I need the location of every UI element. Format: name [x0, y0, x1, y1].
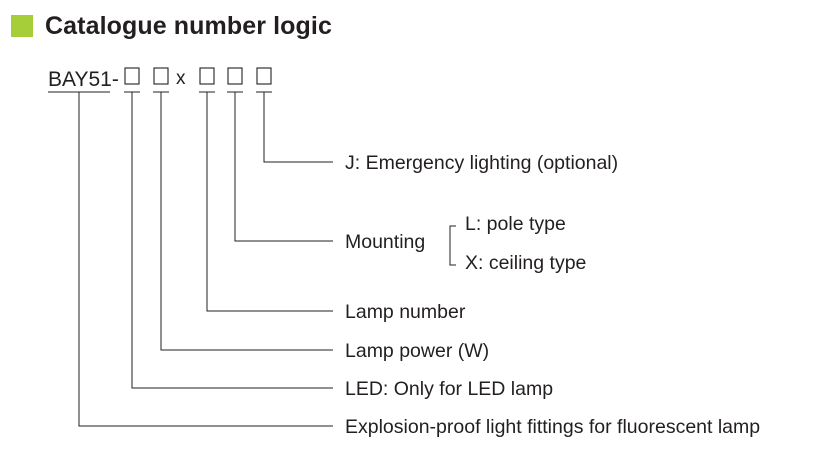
title-block: Catalogue number logic: [11, 10, 332, 42]
label-lamp-number: Lamp number: [345, 301, 466, 323]
label-emergency: J: Emergency lighting (optional): [345, 152, 618, 174]
legend-labels: J: Emergency lighting (optional) Mountin…: [345, 152, 760, 438]
code-separator: x: [176, 68, 186, 89]
code-box-power: [153, 67, 169, 85]
leader-led: [131, 92, 333, 389]
mounting-bracket: [449, 225, 456, 266]
code-box-lamp-number: [199, 67, 215, 85]
label-led: LED: Only for LED lamp: [345, 378, 553, 400]
leader-emergency: [263, 92, 333, 163]
code-box-led: [124, 67, 140, 85]
label-lamp-power: Lamp power (W): [345, 340, 489, 362]
code-prefix: BAY51-: [48, 68, 119, 91]
code-placeholder-boxes: [124, 67, 272, 85]
label-mounting-ceiling: X: ceiling type: [465, 252, 586, 274]
leader-lamp-number: [206, 92, 333, 312]
title-bullet-square: [11, 15, 33, 37]
leader-explosion-proof: [78, 92, 333, 427]
leader-mounting: [234, 92, 333, 242]
code-box-emergency: [256, 67, 272, 85]
label-explosion-proof: Explosion-proof light fittings for fluor…: [345, 416, 760, 438]
code-box-mounting: [227, 67, 243, 85]
label-mounting: Mounting: [345, 231, 425, 253]
page-title: Catalogue number logic: [45, 11, 332, 40]
leader-lines: [78, 92, 456, 427]
leader-lamp-power: [160, 92, 333, 351]
label-mounting-pole: L: pole type: [465, 213, 566, 235]
